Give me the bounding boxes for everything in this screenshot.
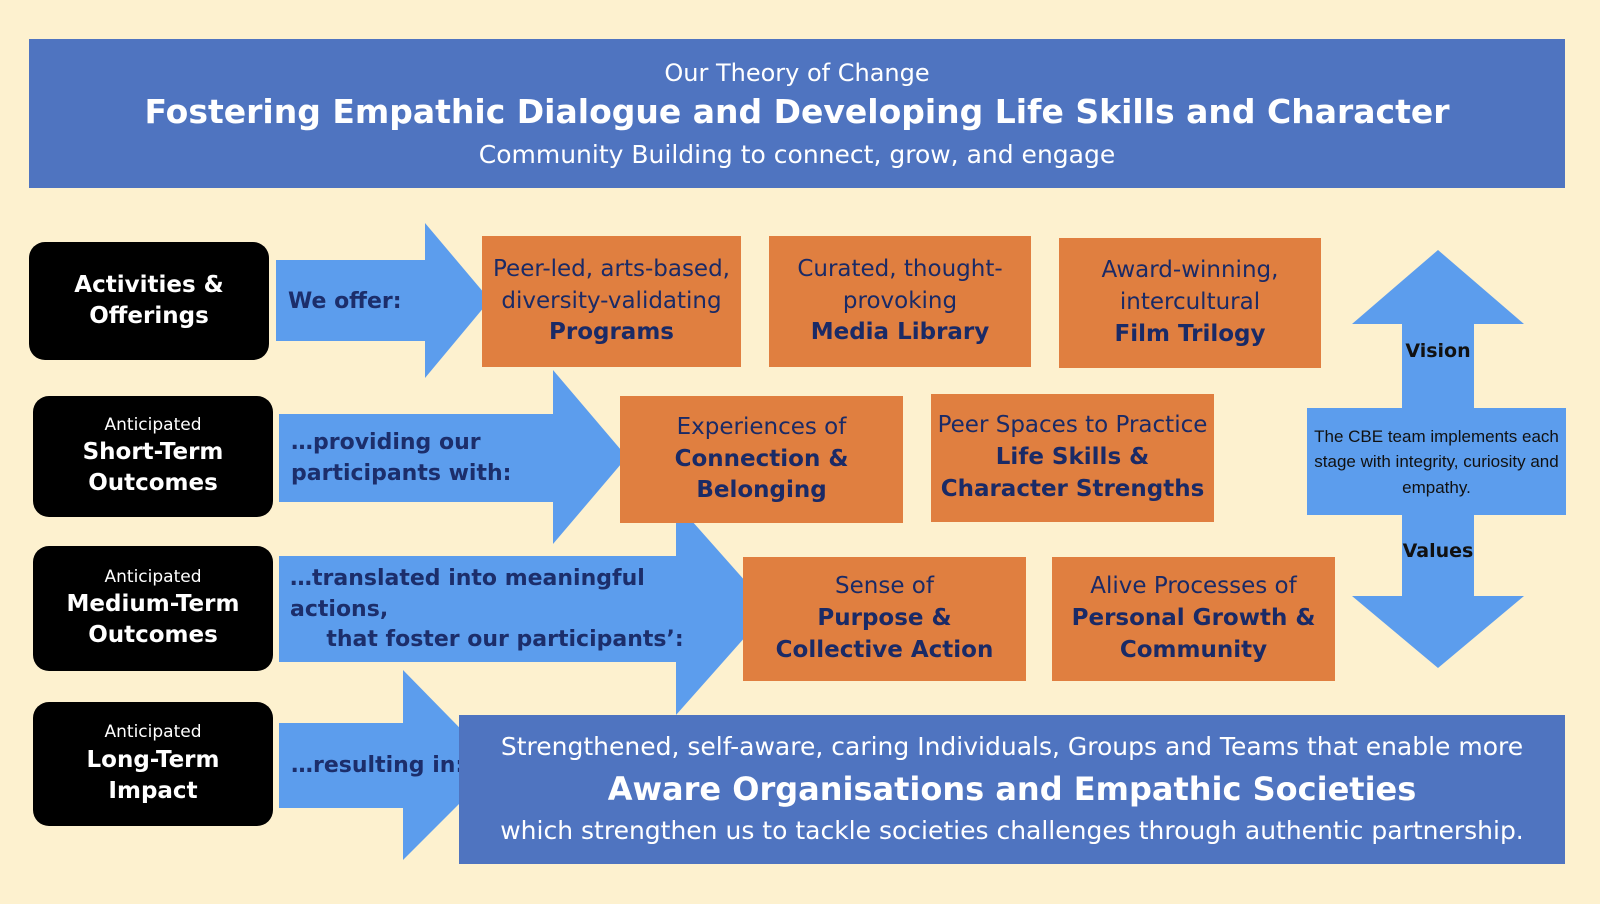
box-film-strong: Film Trilogy (1114, 320, 1266, 347)
row-label-medium-term-small: Anticipated (104, 566, 202, 587)
arrow-providing-text: …providing our participants with: (291, 425, 511, 493)
box-media-l1: Curated, thought- (797, 255, 1003, 282)
arrow-resulting-text: …resulting in: (291, 752, 465, 778)
box-purpose-s1: Purpose & (817, 605, 952, 632)
row-label-short-term-small: Anticipated (104, 414, 202, 435)
impact-line1: Strengthened, self-aware, caring Individ… (500, 732, 1524, 761)
row-label-medium-term: Anticipated Medium-Term Outcomes (33, 546, 273, 671)
arrow-providing (279, 370, 627, 544)
box-media-strong: Media Library (810, 319, 990, 346)
arrow-translated (279, 503, 770, 715)
row-label-medium-term-line1: Medium-Term (66, 591, 240, 618)
box-programs-l1: Peer-led, arts-based, (493, 255, 730, 282)
box-connection-l1: Experiences of (676, 413, 847, 440)
box-film-trilogy: Award-winning, intercultural Film Trilog… (1059, 238, 1321, 368)
box-programs-strong: Programs (549, 319, 674, 346)
box-programs: Peer-led, arts-based, diversity-validati… (482, 236, 741, 367)
box-purpose-l1: Sense of (835, 573, 934, 600)
arrow-translated-line2: that foster our participants’: (326, 627, 684, 653)
box-connection-s1: Connection & (674, 445, 849, 472)
header-title: Fostering Empathic Dialogue and Developi… (144, 92, 1450, 131)
arrow-translated-text: …translated into meaningful actions, tha… (290, 566, 720, 653)
box-growth-l1: Alive Processes of (1090, 573, 1297, 600)
box-purpose-s2: Collective Action (775, 636, 994, 663)
row-label-medium-term-line2: Outcomes (88, 622, 218, 649)
arrow-offer-text: We offer: (288, 288, 402, 314)
box-purpose: Sense of Purpose & Collective Action (743, 557, 1026, 681)
box-peer-s1: Life Skills & (995, 444, 1150, 471)
box-connection-s2: Belonging (696, 477, 827, 504)
impact-line2: Aware Organisations and Empathic Societi… (607, 770, 1417, 808)
box-film-l2: intercultural (1119, 289, 1261, 316)
box-film-l1: Award-winning, (1101, 257, 1279, 284)
box-media-library: Curated, thought- provoking Media Librar… (769, 236, 1031, 367)
box-connection: Experiences of Connection & Belonging (620, 396, 903, 523)
box-peer-s2: Character Strengths (940, 475, 1205, 502)
row-label-activities-line1: Activities & (74, 271, 224, 298)
row-label-short-term-line1: Short-Term (82, 439, 224, 466)
row-label-short-term: Anticipated Short-Term Outcomes (33, 396, 273, 517)
box-media-l2: provoking (842, 287, 958, 314)
row-label-long-term: Anticipated Long-Term Impact (33, 702, 273, 826)
vision-label: Vision (1405, 340, 1471, 362)
row-label-short-term-line2: Outcomes (88, 470, 218, 497)
box-peer-spaces: Peer Spaces to Practice Life Skills & Ch… (931, 394, 1214, 522)
header-banner: Our Theory of Change Fostering Empathic … (29, 39, 1565, 188)
vision-values-arrow (1307, 250, 1566, 668)
arrow-providing-line2: participants with: (291, 461, 512, 486)
values-label: Values (1402, 540, 1474, 562)
box-personal-growth: Alive Processes of Personal Growth & Com… (1052, 557, 1335, 681)
header-subtitle: Our Theory of Change (664, 59, 930, 87)
row-label-long-term-line2: Impact (108, 777, 198, 804)
box-programs-l2: diversity-validating (501, 287, 722, 314)
arrow-offer (276, 223, 490, 378)
arrow-resulting (279, 670, 497, 860)
row-label-activities: Activities & Offerings (29, 242, 269, 360)
row-label-long-term-small: Anticipated (104, 722, 202, 743)
row-label-activities-line2: Offerings (89, 303, 209, 329)
arrow-providing-line1: …providing our (291, 430, 481, 456)
impact-line3: which strengthen us to tackle societies … (500, 816, 1524, 845)
box-peer-l1: Peer Spaces to Practice (937, 412, 1208, 439)
box-growth-s1: Personal Growth & (1071, 605, 1316, 632)
header-tagline: Community Building to connect, grow, and… (478, 140, 1116, 169)
arrow-translated-line1: …translated into meaningful actions, (290, 565, 645, 622)
impact-banner: Strengthened, self-aware, caring Individ… (459, 715, 1565, 864)
box-growth-s2: Community (1119, 636, 1268, 663)
row-label-long-term-line1: Long-Term (86, 746, 220, 773)
vision-values-text: The CBE team implements each stage with … (1314, 426, 1559, 497)
